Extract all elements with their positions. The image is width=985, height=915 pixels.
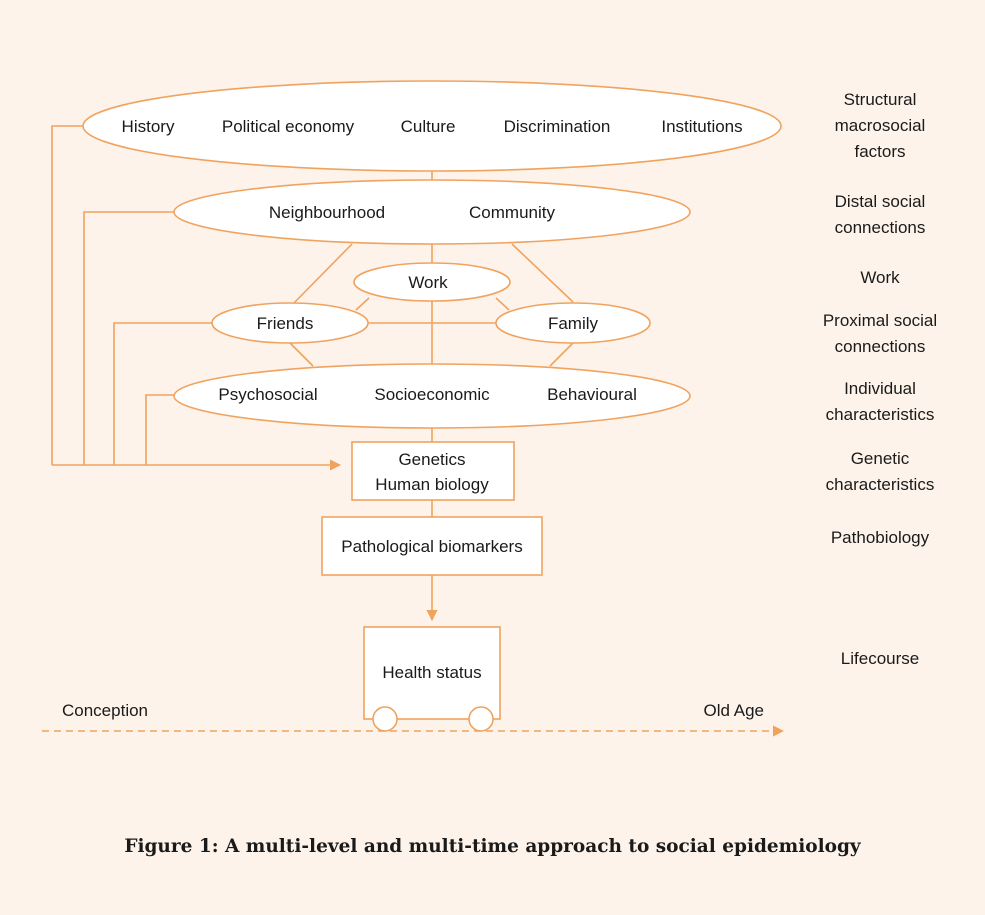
human-biology-label: Human biology <box>375 475 489 494</box>
behavioural-label: Behavioural <box>547 385 637 404</box>
feedback-distal <box>83 211 176 465</box>
community-label: Community <box>469 203 555 222</box>
history-label: History <box>122 117 175 136</box>
link-distal-friends <box>291 243 353 306</box>
timeline-start-label: Conception <box>62 701 148 720</box>
link-work-friends <box>355 297 370 311</box>
pathological-biomarkers-label: Pathological biomarkers <box>341 537 522 556</box>
genetics-label: Genetics <box>398 450 465 469</box>
level-proximal-line-2: connections <box>835 337 926 356</box>
link-work-family <box>495 297 510 311</box>
individual-characteristics-ellipse <box>173 363 691 429</box>
level-structural-line-3: factors <box>854 142 905 161</box>
feedback-friends <box>113 322 212 465</box>
level-genetic-line-2: characteristics <box>826 475 935 494</box>
socioeconomic-label: Socioeconomic <box>374 385 490 404</box>
friends-ellipse <box>211 302 369 344</box>
discrimination-label: Discrimination <box>504 117 611 136</box>
structural-factors-ellipse <box>82 80 782 172</box>
culture-label: Culture <box>401 117 456 136</box>
feedback-structural <box>51 125 84 465</box>
link-distal-family <box>511 243 574 303</box>
timeline-end-label: Old Age <box>704 701 765 720</box>
work-ellipse <box>353 262 511 302</box>
level-structural-line-1: Structural <box>844 90 917 109</box>
family-ellipse <box>495 302 651 344</box>
pathological-biomarkers-box <box>321 516 543 576</box>
level-distal-line-2: connections <box>835 218 926 237</box>
level-proximal-line-1: Proximal social <box>823 311 937 330</box>
link-friends-individual <box>289 342 314 367</box>
feedback-individual <box>145 394 180 465</box>
level-structural-line-2: macrosocial <box>835 116 926 135</box>
political-economy-label: Political economy <box>222 117 355 136</box>
health-status-cart <box>363 626 501 720</box>
genetics-box <box>351 441 515 501</box>
neighbourhood-label: Neighbourhood <box>269 203 385 222</box>
link-family-individual <box>549 342 574 367</box>
level-genetic-line-1: Genetic <box>851 449 910 468</box>
distal-connections-ellipse <box>173 179 691 245</box>
friends-label: Friends <box>257 314 314 333</box>
health-status-label: Health status <box>382 663 481 682</box>
level-lifecourse: Lifecourse <box>841 649 919 668</box>
cart-wheel-right <box>468 706 494 732</box>
family-label: Family <box>548 314 599 333</box>
cart-wheel-left <box>372 706 398 732</box>
institutions-label: Institutions <box>661 117 742 136</box>
level-pathobiology: Pathobiology <box>831 528 930 547</box>
level-individual-line-2: characteristics <box>826 405 935 424</box>
psychosocial-label: Psychosocial <box>218 385 317 404</box>
level-distal-line-1: Distal social <box>835 192 926 211</box>
figure-caption: Figure 1: A multi-level and multi-time a… <box>124 836 861 857</box>
level-individual-line-1: Individual <box>844 379 916 398</box>
work-label: Work <box>408 273 448 292</box>
level-work: Work <box>860 268 900 287</box>
